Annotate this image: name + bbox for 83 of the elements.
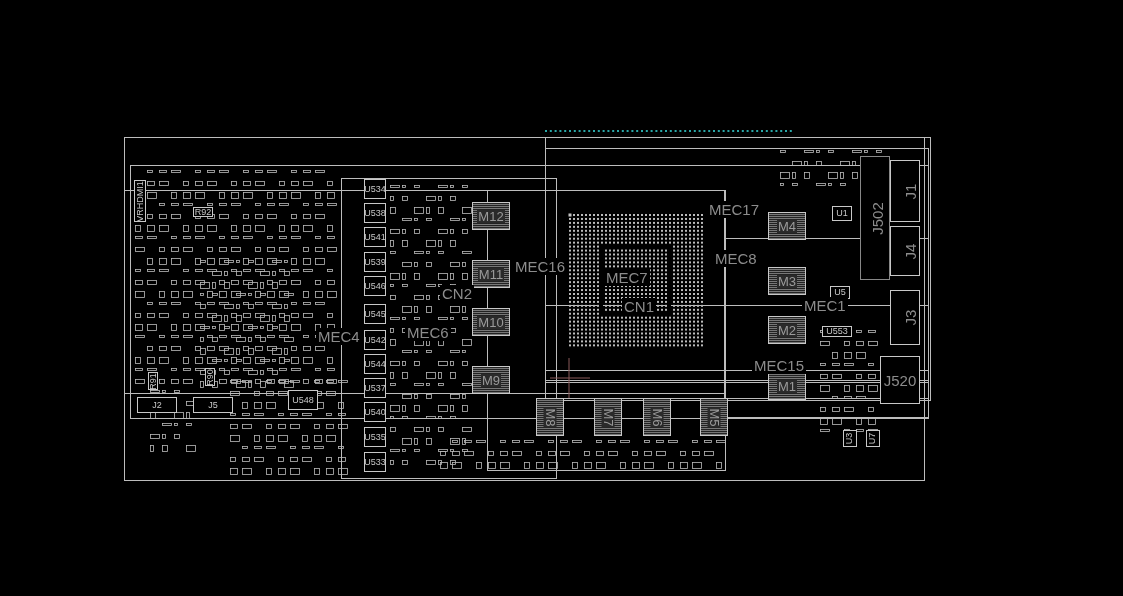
component-footprint (364, 203, 386, 223)
component-footprint (364, 427, 386, 447)
designator-label: M11 (477, 267, 505, 281)
designator-label: MEC1 (802, 297, 848, 314)
designator-label: U3 (845, 432, 855, 445)
designator-label: U1 (836, 209, 848, 218)
designator-label: J5 (208, 400, 218, 410)
designator-label: M5 (707, 406, 721, 428)
designator-label: M1 (776, 379, 798, 393)
designator-label: VRHDMI1 (135, 180, 145, 222)
designator-label: U535 (364, 432, 386, 442)
designator-label: U538 (364, 208, 386, 218)
component-footprint (364, 252, 386, 272)
designator-label: U533 (364, 457, 386, 467)
designator-label: R90 (205, 368, 215, 386)
designator-label: M4 (776, 219, 798, 233)
component-footprint (364, 378, 386, 398)
designator-label: R92 (194, 207, 212, 217)
component-footprint (364, 354, 386, 374)
designator-label: M3 (776, 274, 798, 288)
designator-label: U540 (364, 407, 386, 417)
designator-label: U534 (364, 184, 386, 194)
component-footprint (860, 156, 890, 280)
designator-label: MEC7 (604, 269, 650, 286)
designator-label: MEC16 (513, 258, 568, 275)
designator-label: M7 (601, 406, 615, 428)
designator-label: J3 (903, 309, 919, 326)
designator-label: J520 (883, 372, 917, 388)
component-footprint (832, 206, 852, 221)
designator-label: J1 (903, 183, 919, 199)
component-footprint (364, 179, 386, 199)
component-footprint (364, 227, 386, 247)
designator-label: U539 (364, 257, 386, 267)
inductor-footprint (768, 316, 806, 344)
component-footprint (364, 330, 386, 350)
inductor-footprint (768, 267, 806, 295)
component-footprint (364, 304, 386, 324)
designator-label: U553 (826, 327, 848, 336)
component-footprint (288, 390, 318, 410)
inductor-footprint (768, 372, 806, 400)
inductor-footprint (768, 212, 806, 240)
designator-label: MEC4 (316, 328, 362, 345)
designator-label: CN1 (622, 298, 656, 315)
designator-label: U546 (364, 281, 386, 291)
inductor-footprint (472, 202, 510, 230)
designator-label: U548 (292, 395, 314, 405)
designator-label: U542 (364, 335, 386, 345)
designator-label: J2 (152, 400, 162, 410)
component-footprint (880, 356, 920, 404)
component-footprint (890, 160, 920, 222)
designator-label: M10 (477, 315, 505, 329)
component-footprint (193, 397, 233, 413)
inductor-footprint (472, 260, 510, 288)
inductor-footprint (594, 398, 622, 436)
designator-label: J4 (903, 243, 919, 259)
designator-label: M12 (477, 209, 505, 223)
designator-label: U544 (364, 359, 386, 369)
designator-label: U7 (868, 432, 878, 445)
designator-label: J502 (869, 201, 885, 235)
designator-label: U537 (364, 383, 386, 393)
component-footprint (364, 402, 386, 422)
component-footprint (890, 290, 920, 345)
inductor-footprint (536, 398, 564, 436)
designator-label: U541 (364, 232, 386, 242)
component-footprint (822, 326, 852, 337)
designator-label: M8 (543, 406, 557, 428)
designator-label: R91 (148, 372, 158, 390)
designator-label: MEC17 (707, 201, 762, 218)
designator-label: MEC8 (713, 250, 759, 267)
designator-label: U5 (834, 288, 846, 297)
inductor-footprint (472, 308, 510, 336)
component-footprint (364, 452, 386, 472)
inductor-footprint (700, 398, 728, 436)
designator-label: CN2 (440, 285, 474, 302)
designator-label: M6 (650, 406, 664, 428)
inductor-footprint (472, 366, 510, 394)
component-footprint (137, 397, 177, 413)
designator-label: U545 (364, 309, 386, 319)
designator-label: M2 (776, 323, 798, 337)
component-footprint (890, 226, 920, 276)
component-footprint (364, 276, 386, 296)
inductor-footprint (643, 398, 671, 436)
designator-label: M9 (480, 373, 502, 387)
